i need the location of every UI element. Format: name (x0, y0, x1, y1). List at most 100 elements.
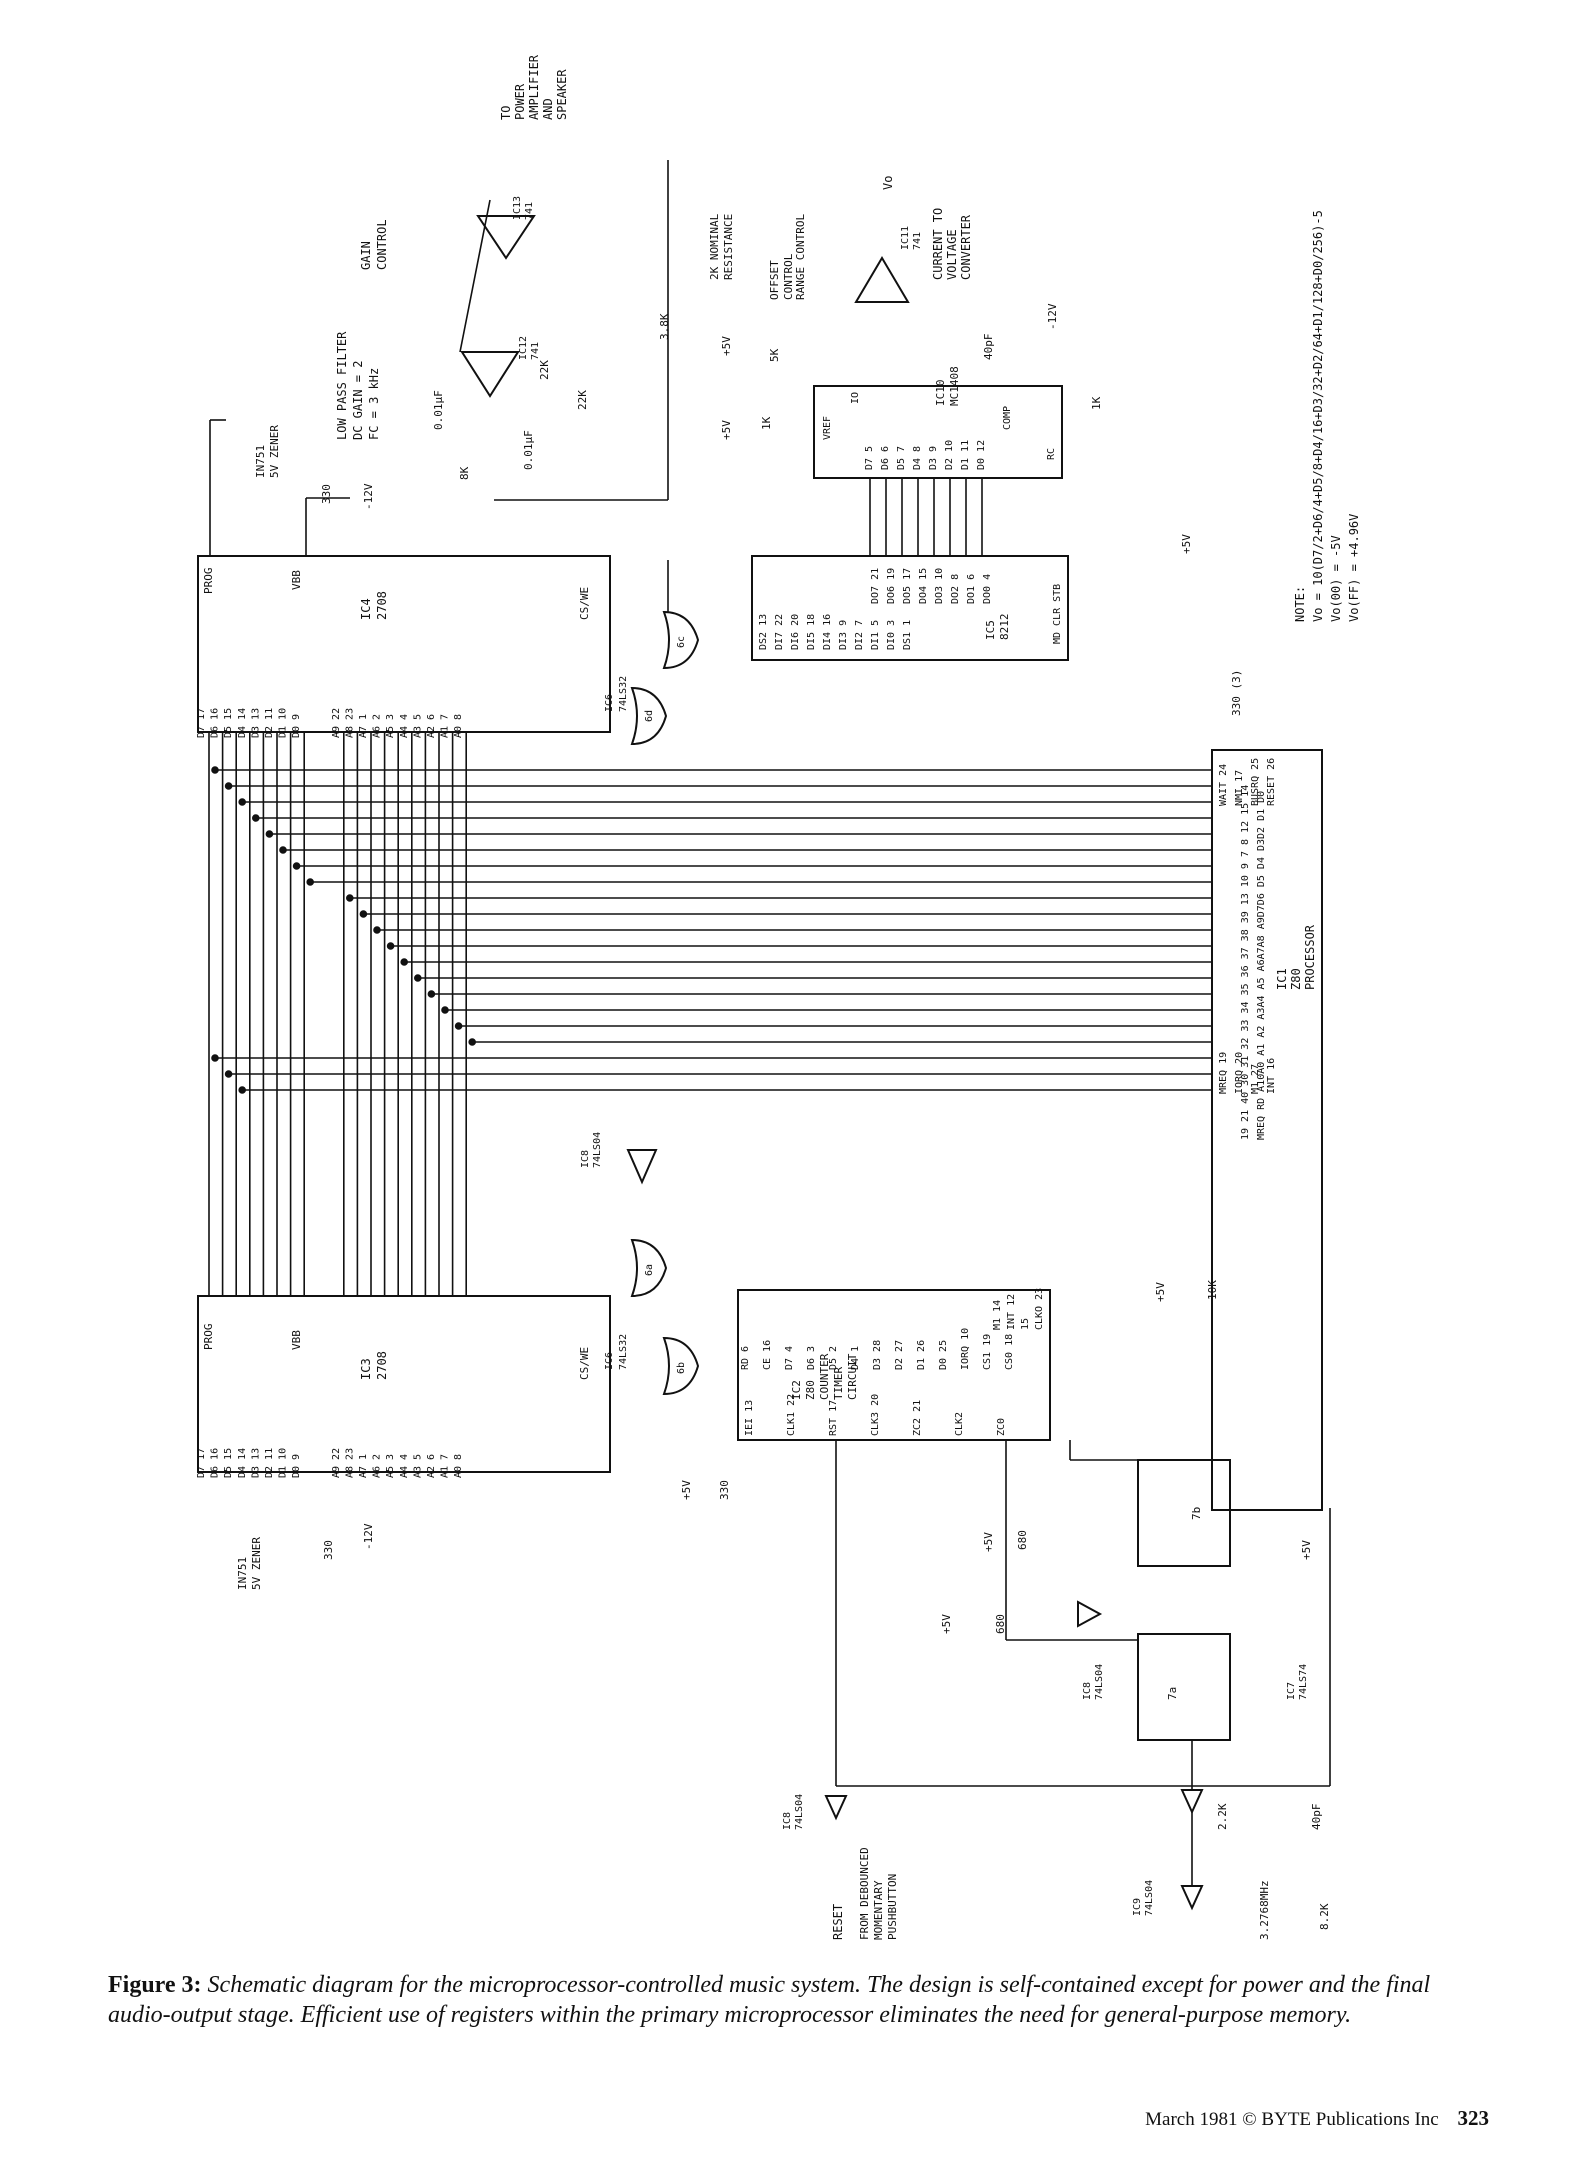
ic1-left-pin: INT 16 (1266, 1058, 1277, 1094)
ic4-pin: D6 16 (210, 708, 221, 738)
ic2-left-pin: IEI 13 (744, 1400, 755, 1436)
ic2-pin: D5 2 (828, 1346, 839, 1370)
junction-dot (279, 846, 287, 854)
ic3-pin: A2 6 (426, 1454, 437, 1478)
ic9-type: 74LS04 (1144, 1880, 1155, 1916)
nominal-label: RESISTANCE (722, 214, 735, 280)
zener-label: IN751 (254, 445, 267, 478)
resistor-label: 10K (1206, 1280, 1219, 1300)
ic2-pin: CS0 18 (1004, 1334, 1015, 1370)
resistor-label: 330 (718, 1480, 731, 1500)
junction-dot (238, 1086, 246, 1094)
reset-label: RESET (831, 1904, 845, 1940)
ic5-out: DO2 8 (950, 574, 961, 604)
ic2-name: IC2 (790, 1380, 803, 1400)
ic2-left-pin: CLK1 22 (786, 1394, 797, 1436)
ic4-pin: A5 3 (385, 714, 396, 738)
junction-dot (468, 1038, 477, 1046)
supply-label: -12V (362, 483, 375, 510)
ic4-pin: D5 15 (223, 708, 234, 738)
resistor-label: 5K (768, 348, 781, 362)
ic4-pin: A8 23 (344, 708, 355, 738)
page-footer: March 1981 © BYTE Publications Inc 323 (1145, 2106, 1489, 2131)
ic4-vbb: VBB (290, 570, 303, 590)
junction-dot (224, 1070, 233, 1078)
ic4-pin: A4 4 (399, 714, 410, 738)
ic3-pin: A8 23 (344, 1448, 355, 1478)
ic10-comp: COMP (1002, 406, 1013, 430)
ic4-type: 2708 (375, 591, 389, 620)
ic11-name: IC11 (900, 226, 911, 250)
ic2-left-pin: ZC2 21 (912, 1400, 923, 1436)
debounce-label: MOMENTARY (872, 1880, 885, 1940)
ic3-name: IC3 (359, 1358, 373, 1380)
ic2-bottom-pin: CLKO 23 (1034, 1288, 1045, 1330)
resistor-label: 680 (1016, 1530, 1029, 1550)
ic4-pin: A1 7 (440, 714, 451, 738)
ic1-right-pin: RESET 26 (1266, 758, 1277, 806)
ic4-pin: A7 1 (358, 714, 369, 738)
ic4-pin: D3 13 (250, 708, 261, 738)
ic5-out: DO1 6 (966, 574, 977, 604)
ic10-pin: D2 10 (944, 440, 955, 470)
resistor-label: 680 (994, 1614, 1007, 1634)
ic10-pin: D4 8 (912, 446, 923, 470)
ic10-name: IC10 (934, 380, 947, 407)
ic10-vref: VREF (822, 416, 833, 440)
ic2-type: Z80 (804, 1380, 817, 1400)
ic4-prog: PROG (202, 568, 215, 595)
ic5-pin: DI4 16 (822, 614, 833, 650)
ic12-type: 741 (530, 342, 541, 360)
capacitor-label: 0.01µF (522, 430, 535, 470)
ic8-name: IC8 (580, 1150, 591, 1168)
converter-label: VOLTAGE (945, 229, 959, 280)
ff-label: 7b (1190, 1507, 1203, 1520)
resistor-label: 1K (1090, 396, 1103, 410)
inverter-ic9b (1180, 1885, 1204, 1911)
ic2-pin: D6 3 (806, 1346, 817, 1370)
ic4-pin: A6 2 (372, 714, 383, 738)
ic4-pin: D0 9 (291, 714, 302, 738)
ic2-pin: D1 26 (916, 1340, 927, 1370)
capacitor-label: 0.01µF (432, 390, 445, 430)
supply-label: +5V (1300, 1540, 1313, 1560)
page-number: 323 (1457, 2106, 1490, 2130)
ic7a-package (1137, 1633, 1231, 1741)
to-amplifier-label: AMPLIFIER (527, 54, 541, 120)
converter-label: CURRENT TO (931, 208, 945, 280)
ic3-pin: D0 9 (291, 1454, 302, 1478)
ic2-package (737, 1289, 1051, 1441)
resistor-label: 330 (320, 484, 333, 504)
wiring (208, 160, 1331, 1886)
ic3-prog: PROG (202, 1324, 215, 1351)
inverter-ic9a (1180, 1789, 1204, 1815)
junction-dot (441, 1006, 449, 1014)
gate-6b (662, 1336, 700, 1396)
ic4-pin: A0 8 (453, 714, 464, 738)
ic1-left-pin: IORQ 20 (1234, 1052, 1245, 1094)
ic3-vbb: VBB (290, 1330, 303, 1350)
ic1-pin-row: 19 21 40 30 31 32 33 34 35 36 37 38 39 1… (1240, 785, 1251, 1140)
ic5-pin: DI6 20 (790, 614, 801, 650)
ic4-pin: D4 14 (237, 708, 248, 738)
debounce-label: PUSHBUTTON (886, 1874, 899, 1940)
resistor-label: 22K (538, 360, 551, 380)
ic12-name: IC12 (518, 336, 529, 360)
ic2-left-pin: RST 17 (828, 1400, 839, 1436)
ic1-left-pin: M1 27 (1250, 1064, 1261, 1094)
ic2-pin: D3 28 (872, 1340, 883, 1370)
ic4-pin: A2 6 (426, 714, 437, 738)
ic6-name: IC6 (604, 694, 615, 712)
resistor-label: 1K (760, 416, 773, 430)
junction-dot (359, 910, 368, 918)
junction-dot (345, 894, 354, 902)
ic8-name: IC8 (1082, 1682, 1093, 1700)
ic10-pin: D5 7 (896, 446, 907, 470)
resistor-label: 330 (3) (1230, 670, 1243, 716)
ic2-desc: CIRCUIT (846, 1353, 859, 1400)
junction-dot (413, 974, 422, 982)
junction-dot (238, 798, 246, 806)
ic4-cswe: CS/WE (578, 587, 591, 620)
